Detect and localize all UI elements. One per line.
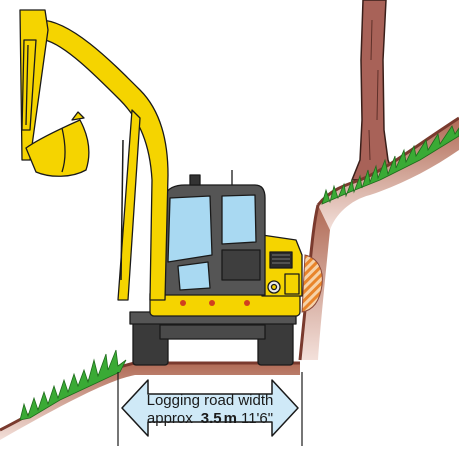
width-value: 3.5 xyxy=(201,410,222,427)
excavator-illustration xyxy=(20,10,302,365)
width-prefix: approx xyxy=(147,410,193,427)
width-label-line1: Logging road width xyxy=(147,392,274,409)
bucket xyxy=(26,120,89,176)
track-frame xyxy=(160,325,265,339)
width-unit: m xyxy=(224,410,237,427)
grass-tuft-lower xyxy=(20,350,126,420)
width-arrow xyxy=(118,372,302,446)
tree-illustration xyxy=(352,0,395,180)
width-imperial: 11'6" xyxy=(241,410,273,427)
